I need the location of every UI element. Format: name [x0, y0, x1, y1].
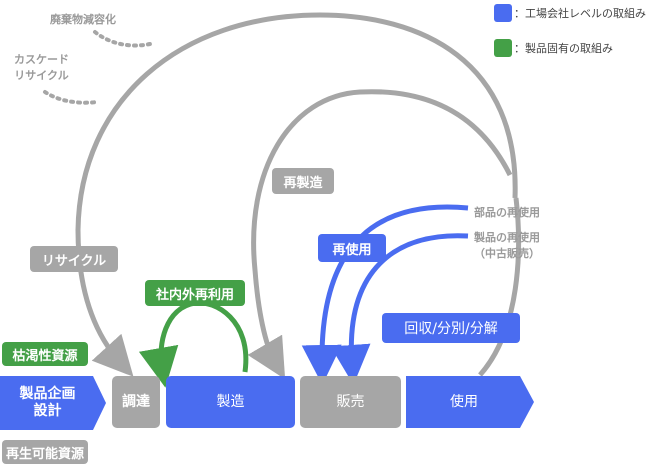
sales-stage: 販売	[300, 376, 401, 428]
legend-green-label: ：製品固有の取組み	[514, 42, 613, 55]
recycle-arc	[75, 12, 518, 377]
internal-reuse-tag: 社内外再利用	[145, 280, 245, 306]
disposal-note: 廃棄物減容化	[50, 13, 116, 26]
parts-reuse-note: 部品の再使用	[474, 206, 540, 219]
cascade-note: カスケード リサイクル	[14, 53, 69, 82]
renewable-resource-tag: 再生可能資源	[2, 440, 88, 464]
recycle-tag: リサイクル	[30, 246, 118, 272]
product-reuse-note: 製品の再使用 （中古販売）	[474, 231, 540, 260]
legend-blue-label: ：工場会社レベルの取組み	[514, 7, 646, 20]
cascade-dotted-arc	[43, 90, 99, 105]
design-stage-shape	[0, 376, 106, 430]
use-stage: 使用	[450, 393, 478, 410]
legend-green-swatch	[494, 39, 512, 57]
legend-blue-swatch	[494, 4, 512, 22]
collection-tag: 回収/分別/分解	[382, 313, 520, 343]
disposal-dotted-arc	[93, 30, 152, 48]
remanufacture-arc	[247, 89, 513, 380]
use-return-line	[478, 197, 521, 377]
reuse-tag: 再使用	[318, 234, 386, 262]
internal-reuse-loop	[138, 300, 249, 388]
use-stage-shape	[406, 376, 534, 428]
depletable-resource-tag: 枯渇性資源	[2, 342, 88, 366]
manufacturing-stage: 製造	[166, 376, 295, 428]
remanufacture-tag: 再製造	[272, 168, 334, 194]
design-stage: 製品企画 設計	[19, 386, 76, 419]
procurement-stage: 調達	[112, 376, 160, 428]
product-reuse-arrow	[330, 233, 469, 385]
